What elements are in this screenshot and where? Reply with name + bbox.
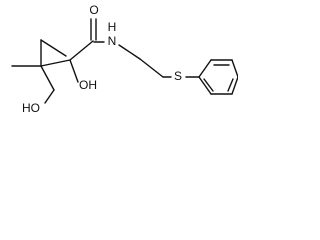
carbonyl-oxygen-label: O <box>89 3 98 17</box>
bond-quaternary-to-ch2oh <box>40 65 55 91</box>
bond-layer <box>11 18 238 104</box>
amide-nitrogen-label: N <box>108 34 117 48</box>
bond-quaternary-to-choh <box>40 59 71 67</box>
primary-hydroxyl-label: HO <box>22 101 40 115</box>
bond-ch2-to-ho <box>44 89 55 104</box>
bond-choh-to-hydroxyl <box>69 59 79 83</box>
secondary-hydroxyl-label: OH <box>79 78 97 92</box>
chemical-structure-diagram: O N H OH HO S <box>11 3 238 115</box>
phenyl-inner-bond-2 <box>227 78 234 92</box>
phenyl-bond-1 <box>198 59 212 78</box>
amide-hydrogen-label: H <box>108 20 117 34</box>
bond-nitrogen-to-ch2 <box>118 44 141 60</box>
phenyl-bond-3 <box>231 59 238 78</box>
label-layer: O N H OH HO S <box>22 3 182 115</box>
sulfur-label: S <box>174 69 182 83</box>
phenyl-bond-4 <box>231 76 238 95</box>
phenyl-inner-bond-3 <box>203 78 214 92</box>
bond-ethyl-bridge <box>139 58 164 78</box>
bond-choh-to-carbonyl <box>69 40 94 61</box>
bond-methyl-upper <box>40 39 67 57</box>
phenyl-bond-6 <box>198 76 212 95</box>
